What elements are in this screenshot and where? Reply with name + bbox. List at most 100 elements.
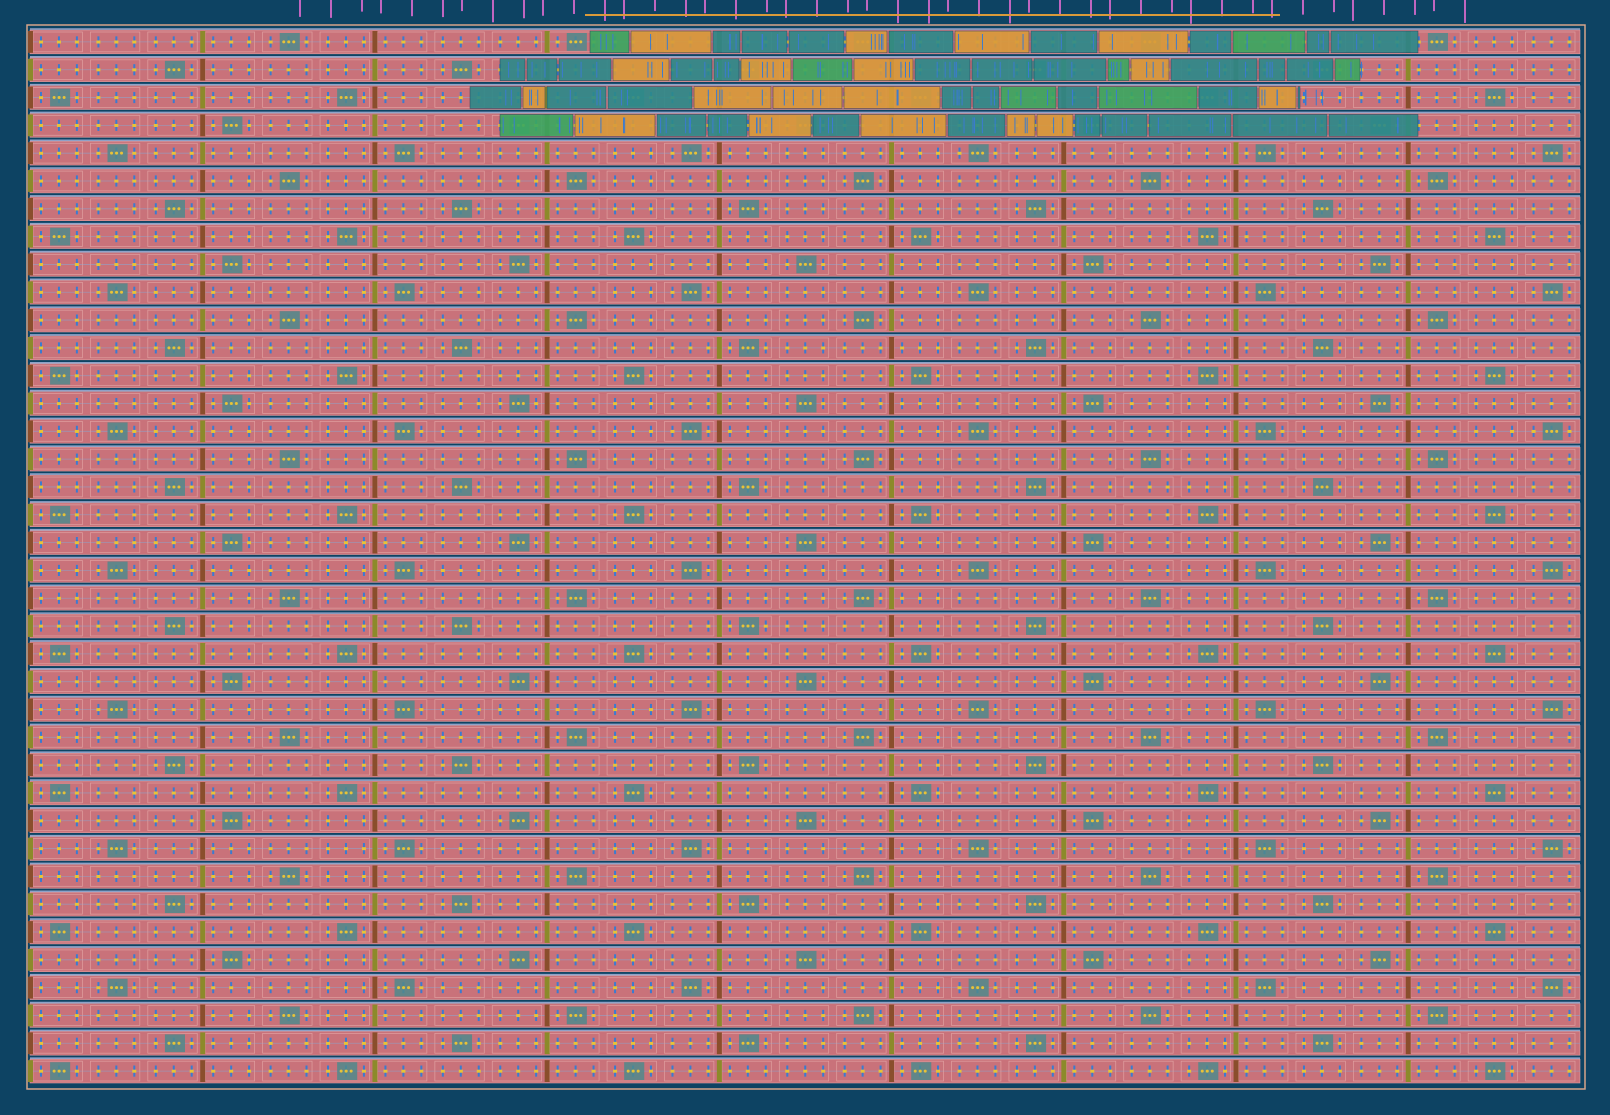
contact <box>1549 207 1554 211</box>
std-cell <box>1008 532 1059 553</box>
contact <box>1223 402 1228 406</box>
decap-via <box>349 374 353 378</box>
contact <box>189 123 194 127</box>
decap-via <box>1085 402 1089 406</box>
contact <box>993 263 998 267</box>
contact <box>1050 541 1055 545</box>
contact <box>1072 346 1077 350</box>
decap-via <box>62 235 66 239</box>
contact <box>591 263 596 267</box>
contact <box>1262 374 1267 378</box>
contact <box>114 374 119 378</box>
contact <box>132 541 137 545</box>
contact <box>821 513 826 517</box>
contact <box>189 179 194 183</box>
tap-cell <box>1061 225 1067 248</box>
decap-via <box>1440 179 1444 183</box>
tap-cell <box>1233 448 1239 471</box>
contact <box>688 374 693 378</box>
decap-via <box>1492 96 1496 100</box>
decap-via <box>349 513 353 517</box>
tap-cell <box>28 197 33 220</box>
contact <box>534 40 539 44</box>
contact <box>343 179 348 183</box>
contact <box>153 68 158 72</box>
std-cell <box>1353 198 1404 220</box>
std-cell <box>434 365 485 386</box>
decap-via <box>1555 290 1559 294</box>
contact <box>591 318 596 322</box>
contact <box>785 485 790 489</box>
cell-row <box>28 612 1581 639</box>
contact <box>1108 596 1113 600</box>
contact <box>1531 624 1536 628</box>
contact <box>1416 374 1421 378</box>
contact <box>247 374 252 378</box>
contact <box>304 235 309 239</box>
contact <box>74 179 79 183</box>
decap-via <box>397 290 401 294</box>
contact <box>1452 40 1457 44</box>
contact <box>935 179 940 183</box>
contact <box>1072 485 1077 489</box>
contact <box>918 541 923 545</box>
decap-via <box>521 541 525 545</box>
contact <box>935 457 940 461</box>
contact <box>1549 96 1554 100</box>
contact <box>1129 541 1134 545</box>
contact <box>1244 263 1249 267</box>
decap-via <box>1033 624 1037 628</box>
decap-via <box>454 624 458 628</box>
std-cell <box>491 421 543 442</box>
contact <box>1108 207 1113 211</box>
contact <box>842 290 847 294</box>
contact <box>706 374 711 378</box>
contact <box>229 652 234 656</box>
std-cell <box>491 337 543 359</box>
contact <box>648 402 653 406</box>
contact <box>458 151 463 155</box>
std-cell <box>951 476 1002 498</box>
contact <box>1262 485 1267 489</box>
tap-cell <box>1405 615 1411 637</box>
contact <box>96 402 101 406</box>
contact <box>918 485 923 489</box>
contact <box>1319 235 1324 239</box>
contact <box>1416 402 1421 406</box>
contact <box>1165 374 1170 378</box>
contact <box>1205 429 1210 433</box>
contact <box>1050 151 1055 155</box>
contact <box>268 123 273 127</box>
contact <box>860 235 865 239</box>
contact <box>1549 624 1554 628</box>
tap-cell <box>1405 197 1411 220</box>
tap-cell <box>200 448 206 471</box>
std-cell <box>434 59 485 80</box>
contact <box>1223 235 1228 239</box>
contact <box>440 68 445 72</box>
contact <box>1301 207 1306 211</box>
contact <box>286 263 291 267</box>
std-cell <box>147 587 198 609</box>
contact <box>1108 179 1113 183</box>
decap-via <box>1372 262 1376 266</box>
decap-via <box>1435 40 1439 44</box>
contact <box>458 569 463 573</box>
decap-via <box>1210 513 1214 517</box>
std-cell <box>319 560 370 581</box>
decap-via <box>1028 485 1032 489</box>
contact <box>268 596 273 600</box>
decap-via <box>292 179 296 183</box>
contact <box>1474 318 1479 322</box>
contact <box>1129 263 1134 267</box>
contact <box>1108 290 1113 294</box>
contact <box>132 290 137 294</box>
contact <box>688 624 693 628</box>
contact <box>326 346 331 350</box>
std-cell <box>1525 198 1576 220</box>
contact <box>1549 374 1554 378</box>
std-cell <box>836 421 887 442</box>
contact <box>211 123 216 127</box>
contact <box>361 207 366 211</box>
tap-cell <box>716 615 722 637</box>
